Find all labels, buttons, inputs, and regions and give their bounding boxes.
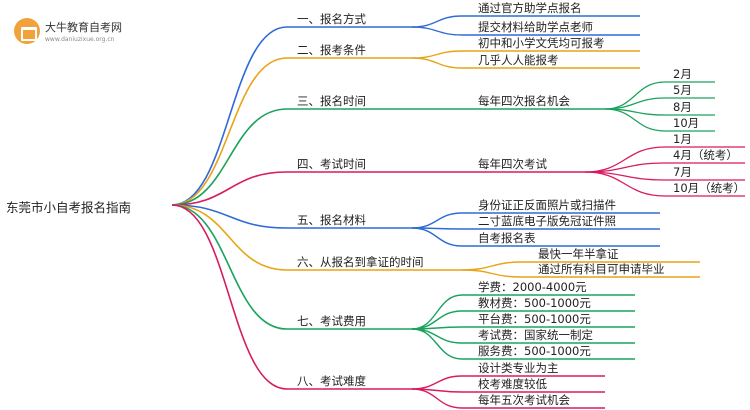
root-node: 东莞市小自考报名指南 bbox=[6, 200, 132, 215]
branch-label: 五、报名材料 bbox=[297, 213, 366, 227]
leaf-connector bbox=[411, 227, 463, 247]
leaf-connector bbox=[411, 57, 463, 69]
leaf-label: 每年五次考试机会 bbox=[478, 393, 570, 407]
leaf-label: 平台费：500-1000元 bbox=[478, 312, 591, 326]
branch-connector bbox=[171, 204, 288, 229]
branch-label: 七、考试费用 bbox=[297, 314, 366, 328]
leaf-connector bbox=[411, 212, 463, 229]
leaf-label: 初中和小学文凭均可报考 bbox=[478, 36, 605, 50]
branch-label: 三、报名时间 bbox=[297, 94, 366, 108]
branch-connector bbox=[171, 204, 288, 390]
leaf-connector bbox=[411, 310, 463, 330]
leaf-connector bbox=[411, 15, 463, 28]
subleaf-label: 1月 bbox=[673, 132, 692, 146]
logo-name: 大牛教育自考网 bbox=[45, 21, 122, 34]
subleaf-label: 2月 bbox=[673, 67, 692, 81]
leaf-connector bbox=[461, 269, 523, 278]
leaf-connector bbox=[411, 328, 463, 344]
leaf-connector bbox=[411, 328, 463, 360]
subleaf-label: 10月（统考） bbox=[673, 181, 746, 195]
branch-connector bbox=[171, 204, 288, 271]
subleaf-connector bbox=[584, 171, 666, 197]
book-icon bbox=[14, 18, 40, 44]
branch-label: 二、报考条件 bbox=[297, 43, 366, 57]
subleaf-connector bbox=[604, 108, 666, 132]
subleaf-label: 7月 bbox=[673, 165, 692, 179]
branch-label: 一、报名方式 bbox=[297, 12, 366, 26]
leaf-connector bbox=[411, 375, 463, 390]
subleaf-label: 4月（统考） bbox=[673, 148, 738, 162]
leaf-connector bbox=[411, 50, 463, 59]
subleaf-label: 10月 bbox=[673, 116, 700, 130]
leaf-label: 最快一年半拿证 bbox=[538, 247, 619, 261]
branch-label: 六、从报名到拿证的时间 bbox=[297, 255, 424, 269]
branch-connector bbox=[171, 57, 288, 206]
leaf-label: 几乎人人能报考 bbox=[478, 53, 559, 67]
leaf-label: 学费：2000-4000元 bbox=[478, 280, 587, 294]
leaf-label: 通过所有科目可申请毕业 bbox=[538, 262, 665, 276]
leaf-label: 身份证正反面照片或扫描件 bbox=[478, 198, 616, 212]
leaf-label: 教材费：500-1000元 bbox=[478, 296, 591, 310]
subleaf-label: 8月 bbox=[673, 100, 692, 114]
leaf-connector bbox=[411, 26, 463, 36]
leaf-connector bbox=[411, 388, 463, 409]
subleaf-connector bbox=[604, 97, 666, 110]
leaf-label: 提交材料给助学点老师 bbox=[478, 20, 593, 34]
subleaf-connector bbox=[584, 146, 666, 173]
leaf-label: 通过官方助学点报名 bbox=[478, 1, 582, 15]
leaf-label: 校考难度较低 bbox=[478, 377, 547, 391]
leaf-connector bbox=[461, 261, 523, 271]
branch-label: 八、考试难度 bbox=[297, 374, 366, 388]
branch-connector bbox=[171, 171, 288, 206]
leaf-label: 每年四次报名机会 bbox=[478, 94, 570, 108]
logo-url: www.daniuzixue.org.cn bbox=[45, 36, 115, 43]
leaf-label: 每年四次考试 bbox=[478, 157, 547, 171]
branch-connector bbox=[171, 108, 288, 206]
subleaf-connector bbox=[604, 81, 666, 110]
subleaf-label: 5月 bbox=[673, 83, 692, 97]
leaf-label: 二寸蓝底电子版免冠证件照 bbox=[478, 214, 616, 228]
leaf-label: 考试费：国家统一制定 bbox=[478, 328, 593, 342]
site-logo: 大牛教育自考网 www.daniuzixue.org.cn bbox=[14, 18, 122, 44]
leaf-label: 自考报名表 bbox=[478, 231, 536, 245]
branch-label: 四、考试时间 bbox=[297, 157, 366, 171]
leaf-label: 设计类专业为主 bbox=[478, 361, 559, 375]
branch-connector bbox=[171, 204, 288, 330]
branch-connector bbox=[171, 26, 288, 206]
leaf-label: 服务费：500-1000元 bbox=[478, 344, 591, 358]
